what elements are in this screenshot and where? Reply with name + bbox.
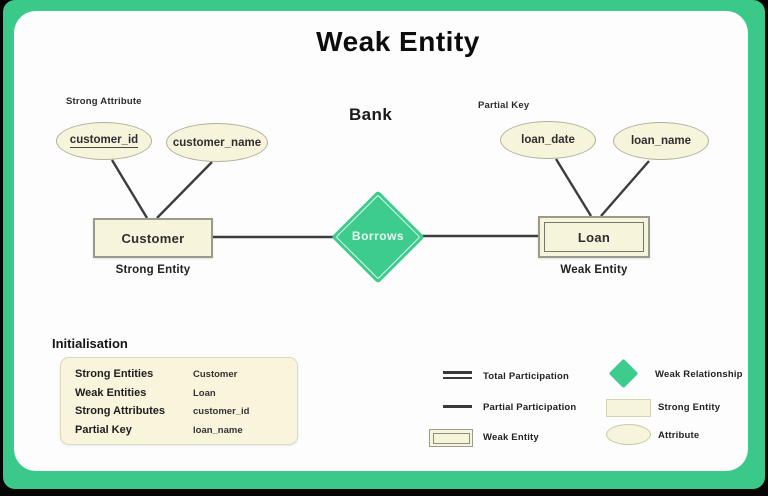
legend-label-strong-entity: Strong Entity [658, 402, 721, 413]
init-row-value: customer_id [193, 406, 250, 417]
entity-customer: Customer [93, 218, 213, 258]
weak-entity-icon-inner [432, 432, 470, 444]
attribute-ellipse-customer-name: customer_name [166, 123, 268, 162]
entity-name: Loan [577, 229, 611, 245]
init-row-partial-key: Partial Key loan_name [75, 424, 297, 443]
attribute-ellipse-loan-date: loan_date [500, 121, 596, 159]
strong-entity-caption: Strong Entity [115, 264, 191, 276]
attribute-label: customer_name [172, 136, 262, 149]
init-row-strong-attributes: Strong Attributes customer_id [75, 405, 297, 424]
partial-participation-icon [443, 405, 472, 408]
weak-entity-caption: Weak Entity [560, 264, 628, 276]
init-row-value: Loan [193, 387, 216, 399]
initialisation-title: Initialisation [52, 336, 128, 351]
legend-label-attribute: Attribute [658, 430, 700, 441]
init-row-value: loan_name [193, 424, 243, 436]
partial-key-label: Partial Key [478, 100, 530, 111]
entity-loan: Loan [538, 216, 650, 258]
init-row-value: Customer [193, 369, 238, 380]
total-participation-icon [443, 371, 472, 382]
weak-entity-icon [429, 429, 473, 447]
bank-label: Bank [349, 105, 393, 124]
attribute-label: loan_date [521, 134, 575, 146]
relationship-name: Borrows [351, 229, 405, 243]
legend-label-weak-entity: Weak Entity [483, 432, 539, 443]
line-bar [443, 376, 472, 380]
legend-label-total-participation: Total Participation [483, 371, 569, 382]
init-row-label: Partial Key [75, 423, 132, 436]
page-title: Weak Entity [316, 26, 480, 57]
initialisation-box: Strong Entities Customer Weak Entities L… [60, 357, 298, 445]
attribute-icon [606, 424, 651, 445]
init-row-label: Strong Entities [75, 368, 154, 380]
init-row-strong-entities: Strong Entities Customer [75, 368, 297, 387]
line-bar [443, 371, 472, 374]
init-row-weak-entities: Weak Entities Loan [75, 387, 297, 406]
legend-label-partial-participation: Partial Participation [483, 402, 577, 413]
strong-entity-icon [606, 399, 651, 417]
init-row-label: Strong Attributes [75, 405, 166, 417]
attribute-ellipse-customer-id: customer_id [56, 122, 152, 160]
attribute-ellipse-loan-name: loan_name [613, 122, 709, 160]
attribute-label: loan_name [630, 135, 692, 147]
init-row-label: Weak Entities [75, 386, 147, 399]
strong-attribute-label: Strong Attribute [66, 96, 142, 107]
entity-loan-inner-border: Loan [544, 222, 644, 252]
attribute-label: customer_id [69, 134, 139, 148]
entity-name: Customer [121, 230, 185, 246]
legend-label-weak-relationship: Weak Relationship [655, 369, 743, 380]
